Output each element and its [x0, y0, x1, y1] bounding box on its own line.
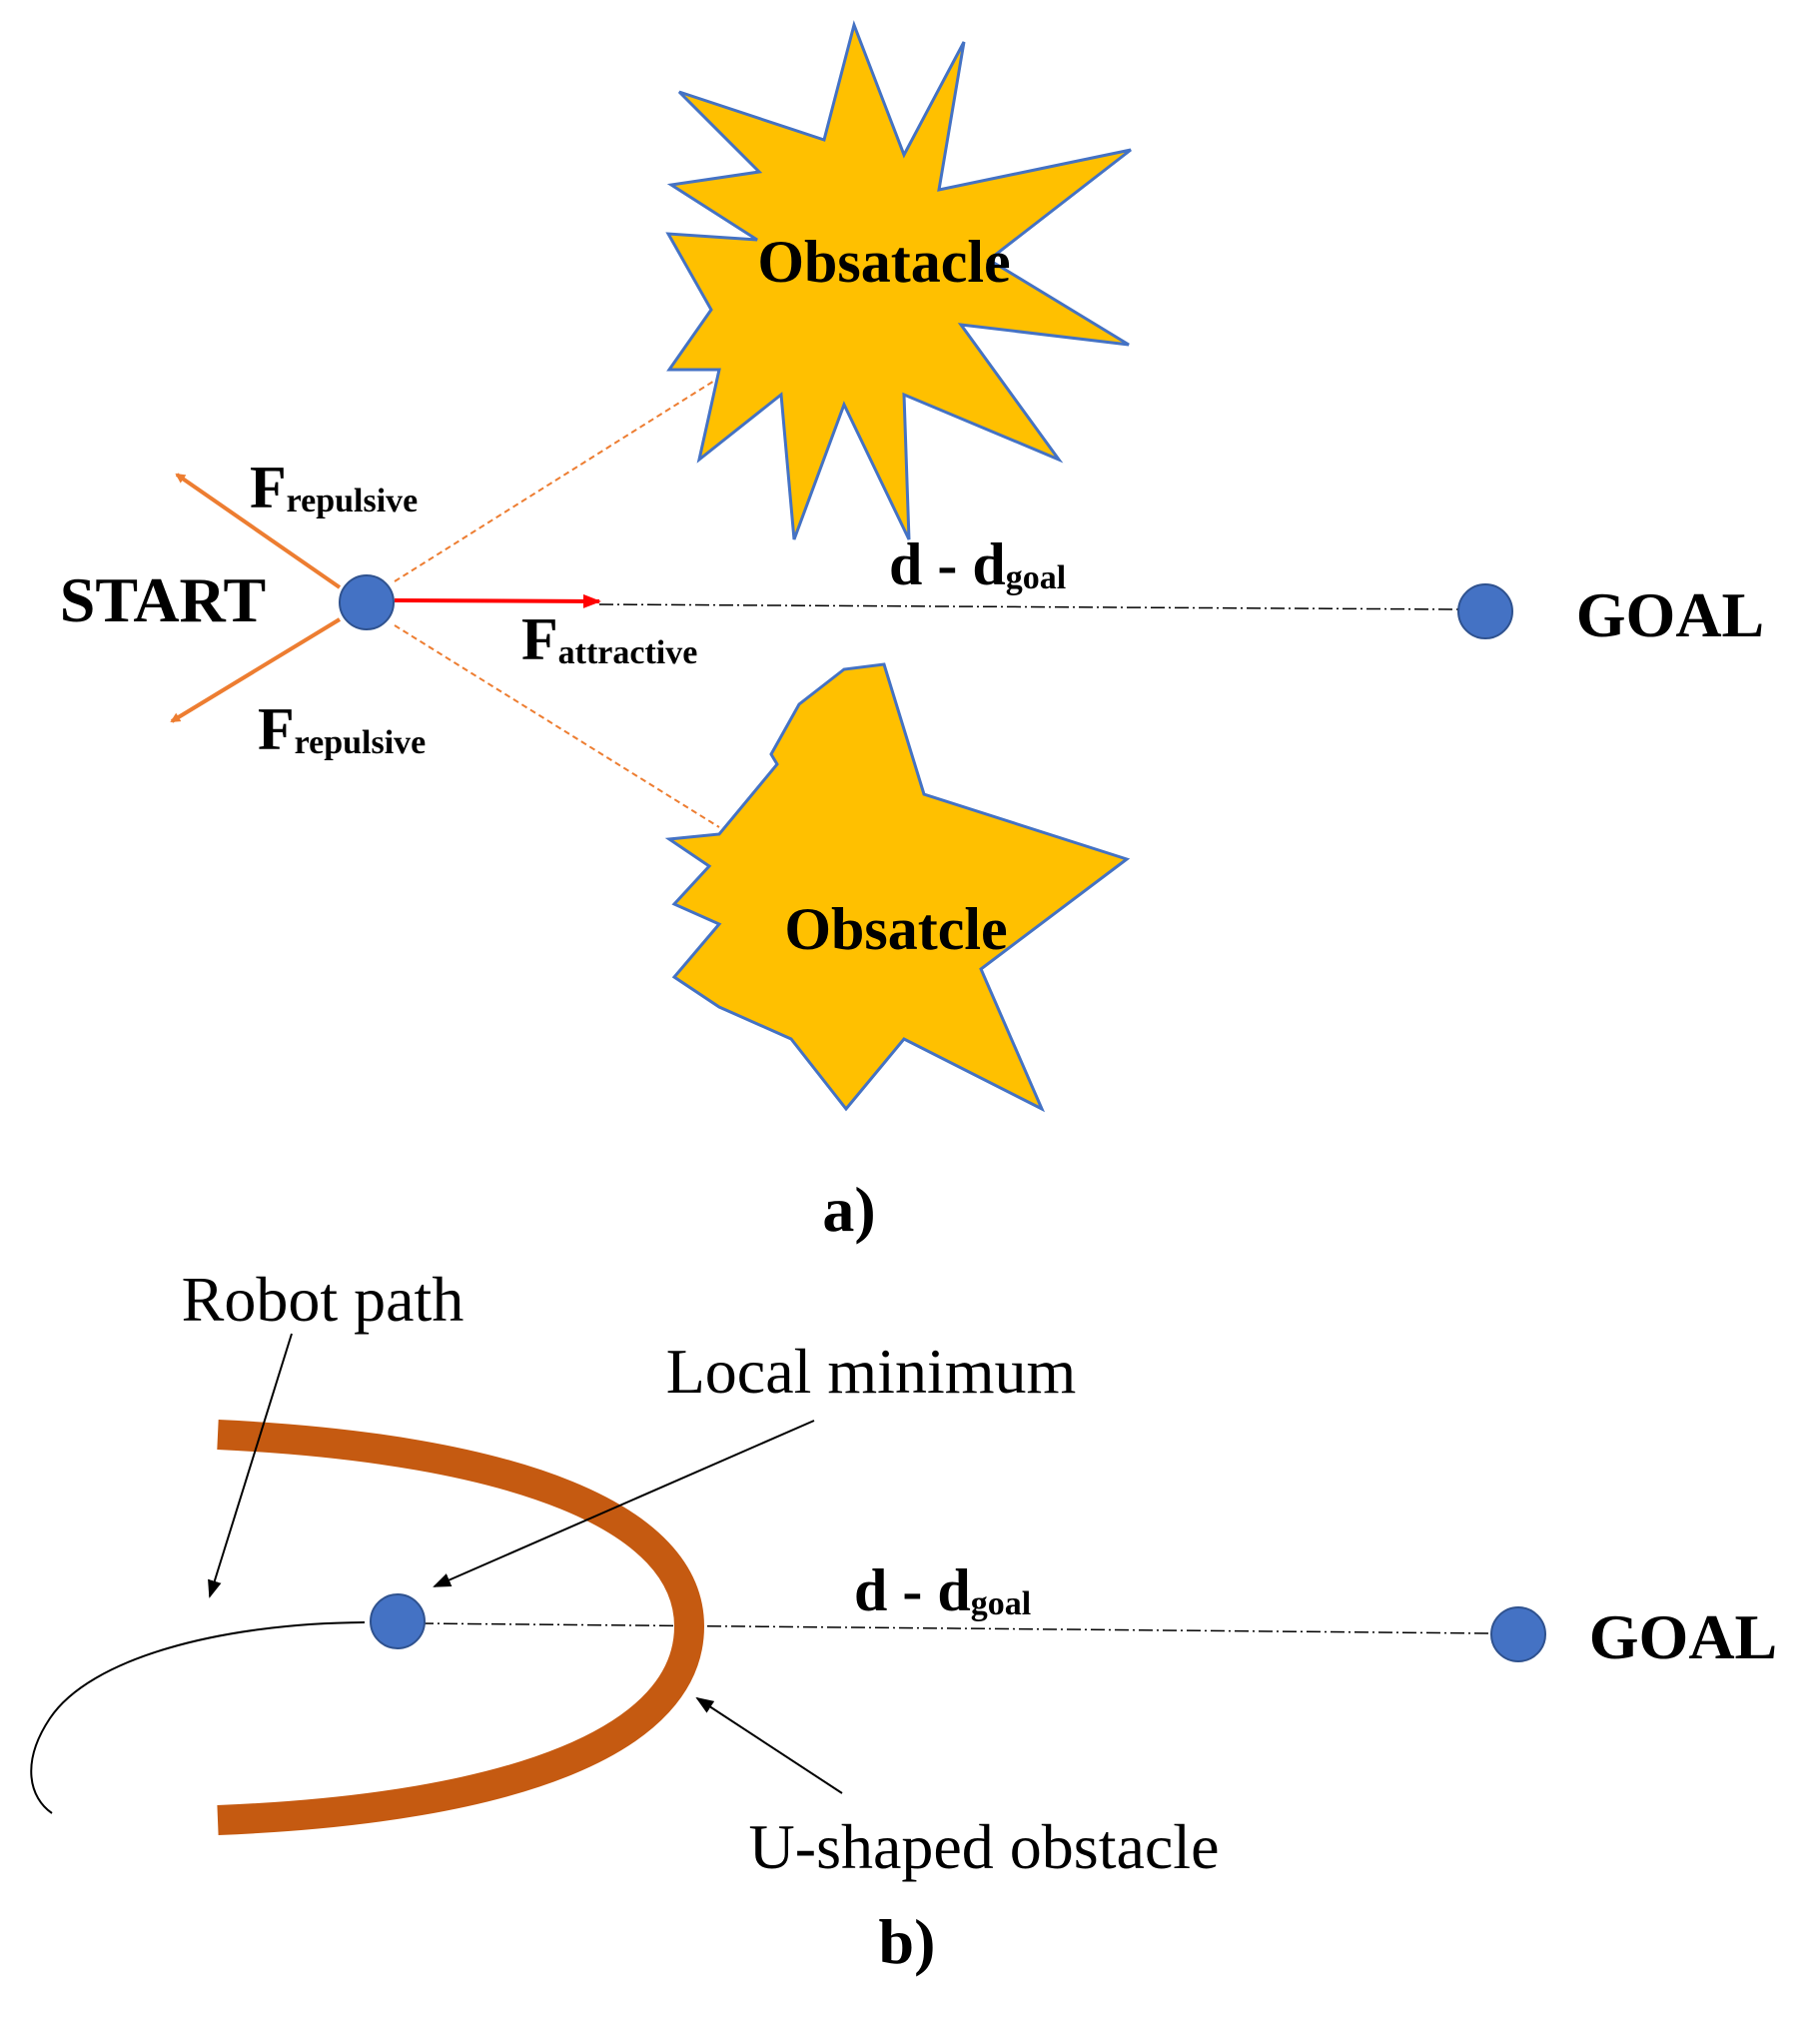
start-to-bottom-obstacle-line [394, 624, 720, 828]
repulsive-bottom-main: F [258, 696, 295, 762]
obstacle-top-label: Obsatacle [757, 229, 1010, 295]
distance-b-main: d - d [854, 1557, 971, 1623]
panel-a: Obsatacle Obsatcle START GOAL Frepulsive… [60, 20, 1764, 1245]
distance-label-b: d - dgoal [854, 1557, 1031, 1623]
start-node [339, 574, 395, 630]
u-obstacle-label: U-shaped obstacle [749, 1811, 1220, 1882]
goal-label-a: GOAL [1576, 579, 1764, 650]
attractive-main: F [521, 606, 558, 672]
distance-b-sub: goal [971, 1585, 1031, 1622]
caption-b: b) [879, 1906, 936, 1977]
repulsive-bottom-sub: repulsive [295, 724, 427, 761]
attractive-label: Fattractive [521, 606, 697, 672]
goal-node-a [1457, 583, 1513, 639]
local-minimum-label: Local minimum [666, 1336, 1077, 1407]
panel-b: GOAL Robot path Local minimum U-shaped o… [30, 1264, 1777, 1977]
robot-path-pointer [208, 1333, 293, 1598]
obstacle-bottom-label: Obsatcle [784, 896, 1007, 962]
u-obstacle-pointer [695, 1696, 843, 1794]
distance-a-main: d - d [889, 531, 1006, 597]
attractive-sub: attractive [558, 634, 698, 671]
distance-line-b [419, 1622, 1489, 1634]
robot-path-label: Robot path [182, 1264, 464, 1335]
bottom-obstacle-star [664, 662, 1131, 1113]
start-label: START [60, 564, 266, 635]
u-shaped-obstacle [217, 1420, 705, 1835]
local-minimum-pointer [433, 1420, 815, 1587]
repulsive-label-bottom: Frepulsive [258, 696, 426, 762]
robot-path-curve [30, 1621, 366, 1814]
goal-node-b [1490, 1606, 1546, 1662]
top-obstacle-star [665, 20, 1132, 540]
local-minimum-node [370, 1593, 426, 1649]
repulsive-top-sub: repulsive [287, 483, 419, 519]
attractive-arrow [394, 593, 601, 608]
repulsive-arrow-bottom [170, 617, 342, 723]
repulsive-arrow-top [175, 473, 342, 589]
caption-a: a) [822, 1174, 875, 1245]
repulsive-top-main: F [250, 455, 287, 520]
start-to-top-obstacle-line [394, 377, 720, 582]
distance-line-a [598, 603, 1461, 610]
distance-label-a: d - dgoal [889, 531, 1066, 597]
repulsive-label-top: Frepulsive [250, 455, 418, 520]
distance-a-sub: goal [1006, 559, 1066, 596]
goal-label-b: GOAL [1589, 1601, 1777, 1672]
